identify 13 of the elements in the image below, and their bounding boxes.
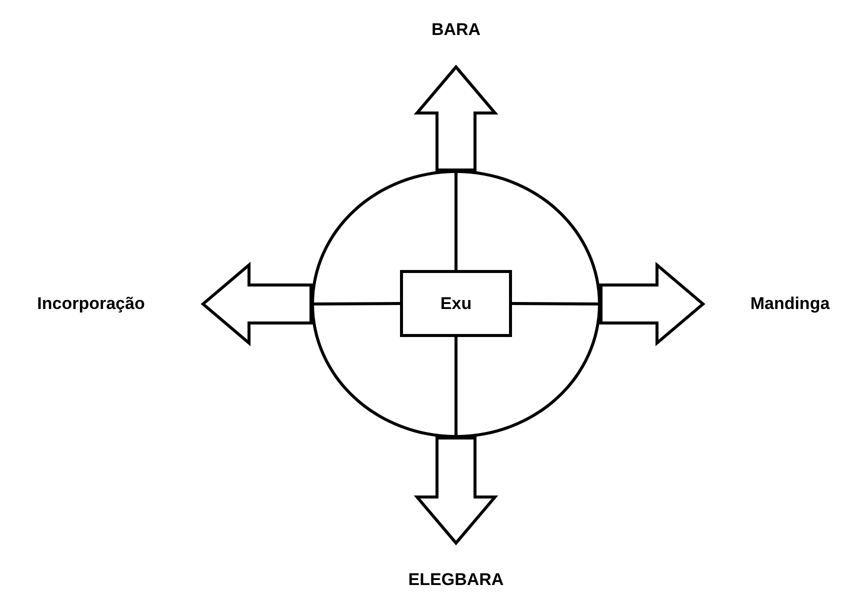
process-box bbox=[400, 270, 512, 337]
direction-label: Incorporação bbox=[37, 294, 145, 314]
spoke-line bbox=[454, 337, 458, 438]
direction-label: Mandinga bbox=[750, 294, 830, 314]
direction-label: BARA bbox=[431, 20, 481, 40]
box-label: Exu bbox=[440, 294, 472, 314]
direction-label: ELEGBARA bbox=[408, 570, 504, 590]
block-arrow bbox=[414, 64, 498, 172]
block-arrow bbox=[414, 436, 498, 546]
block-arrow bbox=[600, 262, 706, 346]
block-arrow bbox=[200, 262, 312, 346]
spoke-line bbox=[454, 170, 458, 270]
circle-shape bbox=[311, 170, 601, 438]
